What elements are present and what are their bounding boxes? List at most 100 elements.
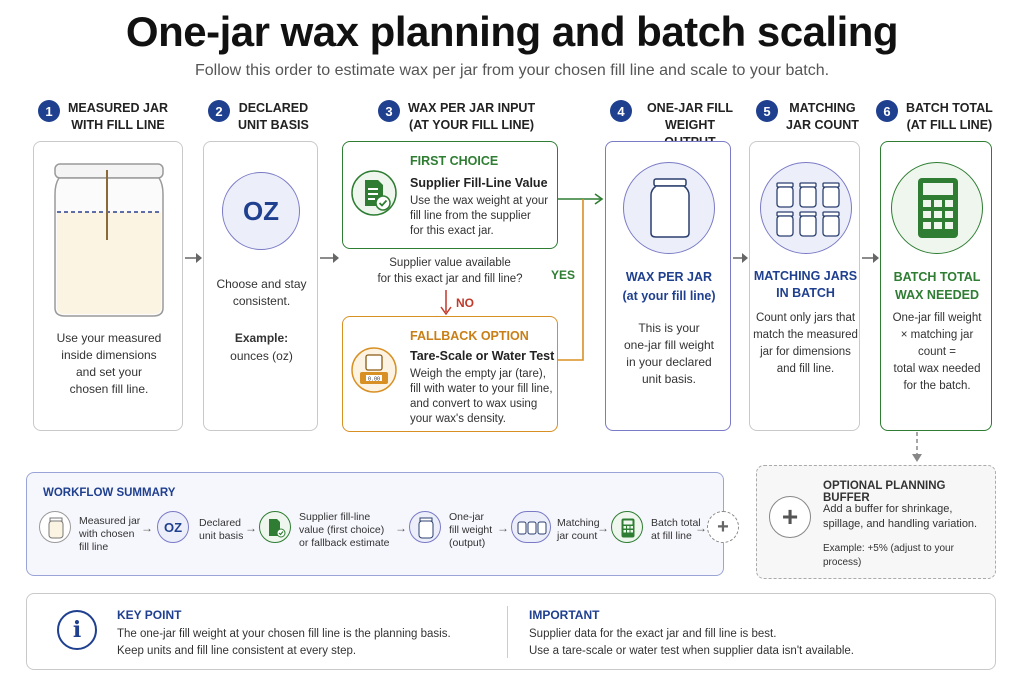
step-number: 5: [756, 100, 778, 122]
document-check-icon: [351, 170, 397, 216]
first-choice-card: FIRST CHOICE Supplier Fill-Line Value Us…: [342, 141, 558, 249]
arrow-right-icon: [862, 253, 879, 263]
example-value: ounces (oz): [230, 349, 293, 363]
oz-badge: OZ: [222, 172, 300, 250]
yes-label: YES: [551, 268, 576, 282]
key-point-title: KEY POINT: [117, 608, 182, 622]
divider: [507, 606, 508, 658]
calculator-icon: [621, 518, 635, 538]
step-number: 4: [610, 100, 632, 122]
step-3-header: 3 WAX PER JAR INPUT(AT YOUR FILL LINE): [378, 100, 538, 134]
arrow-right-icon: →: [497, 521, 509, 535]
jar-icon: [418, 517, 434, 539]
workflow-jar-icon: [409, 511, 441, 543]
scale-icon: 0.00: [351, 347, 397, 393]
jar-icon: [54, 163, 164, 317]
arrow-right-icon: →: [395, 521, 407, 535]
arrow-right-icon: [320, 253, 339, 263]
step-number: 3: [378, 100, 400, 122]
oz-badge: OZ: [157, 511, 189, 543]
buffer-example: Example: +5% (adjust to your process): [823, 543, 954, 568]
flow-connector: [558, 193, 604, 361]
workflow-title: WORKFLOW SUMMARY: [43, 487, 176, 499]
arrow-down-icon: [912, 432, 922, 462]
jars-badge: [760, 162, 852, 254]
step-number: 2: [208, 100, 230, 122]
first-choice-heading: Supplier Fill-Line Value: [410, 176, 548, 190]
arrow-right-icon: →: [695, 521, 707, 535]
workflow-calc-icon: [611, 511, 643, 543]
arrow-right-icon: →: [141, 521, 153, 535]
info-icon: i: [57, 610, 97, 650]
no-label: NO: [456, 296, 474, 310]
important-title: IMPORTANT: [529, 608, 600, 622]
arrow-right-icon: [185, 253, 202, 263]
step-6-header: 6 BATCH TOTAL(AT FILL LINE): [876, 100, 996, 134]
workflow-jar-icon: [39, 511, 71, 543]
jar-icon: [48, 517, 64, 539]
step-number: 1: [38, 100, 60, 122]
arrow-right-icon: →: [597, 521, 609, 535]
calculator-icon: [918, 178, 958, 238]
arrow-right-icon: [733, 253, 748, 263]
plus-icon: +: [707, 511, 739, 543]
jar-icon: [650, 178, 690, 238]
example-label: Example:: [234, 331, 289, 345]
key-point-text: The one-jar fill weight at your chosen f…: [117, 628, 451, 657]
step-number: 6: [876, 100, 898, 122]
fallback-card: FALLBACK OPTION 0.00 Tare-Scale or Water…: [342, 316, 558, 432]
page-title: One-jar wax planning and batch scaling: [125, 8, 899, 55]
step-title: WAX PER JAR INPUT(AT YOUR FILL LINE): [408, 101, 536, 132]
fallback-text: Weigh the empty jar (tare),fill with wat…: [410, 368, 553, 425]
planning-buffer: OPTIONAL PLANNING BUFFER + Add a buffer …: [756, 465, 996, 579]
workflow-doc-icon: [259, 511, 291, 543]
buffer-text: Add a buffer for shrinkage,spillage, and…: [823, 503, 978, 530]
calculator-badge: [891, 162, 983, 254]
document-check-icon: [269, 519, 286, 538]
page-subtitle: Follow this order to estimate wax per ja…: [194, 62, 830, 79]
arrow-down-icon: [440, 290, 452, 316]
jars-icon: [776, 182, 840, 237]
fallback-label: FALLBACK OPTION: [410, 329, 529, 343]
buffer-title: OPTIONAL PLANNING BUFFER: [823, 480, 946, 504]
step-4-heading: WAX PER JAR(at your fill line): [622, 270, 716, 303]
important-text: Supplier data for the exact jar and fill…: [529, 628, 854, 657]
fallback-heading: Tare-Scale or Water Test: [410, 349, 555, 363]
scale-readout: 0.00: [368, 377, 380, 383]
notes-panel: i KEY POINT The one-jar fill weight at y…: [26, 593, 996, 670]
step-title: BATCH TOTAL(AT FILL LINE): [906, 101, 993, 132]
plus-icon: +: [769, 496, 811, 538]
workflow-jars-icon: [511, 511, 551, 543]
arrow-right-icon: →: [245, 521, 257, 535]
step-4-card: WAX PER JAR(at your fill line) This is y…: [605, 141, 731, 431]
first-choice-label: FIRST CHOICE: [410, 154, 499, 168]
jars-icon: [517, 521, 547, 535]
jar-badge: [623, 162, 715, 254]
